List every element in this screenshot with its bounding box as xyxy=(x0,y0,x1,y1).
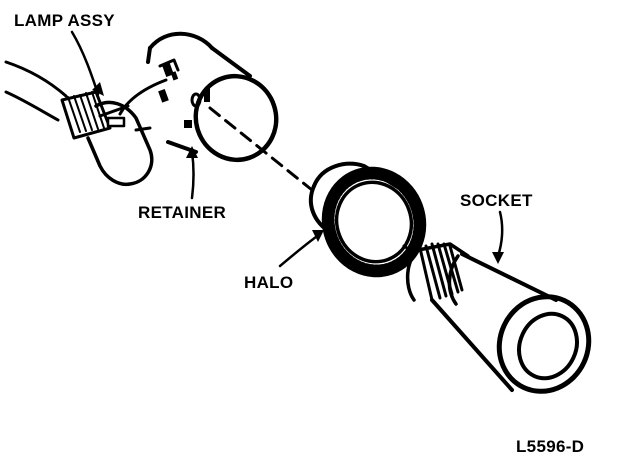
leader-arrow-lamp-assy-head xyxy=(92,82,104,96)
lamp-connector xyxy=(60,90,112,140)
lamp-prong-lower xyxy=(134,126,152,132)
leader-arrow-socket-head xyxy=(492,252,504,264)
halo-inner-ring xyxy=(334,180,414,264)
leader-arrow-retainer-head xyxy=(186,146,198,158)
label-socket: SOCKET xyxy=(460,191,533,210)
retainer-rim xyxy=(193,73,279,163)
retainer xyxy=(146,31,279,163)
socket xyxy=(405,242,592,394)
bulb-tab xyxy=(108,118,124,126)
wire-upper xyxy=(4,60,68,98)
socket-thread xyxy=(405,242,470,302)
figure-code: L5596-D xyxy=(516,437,584,456)
label-lamp-assy: LAMP ASSY xyxy=(14,11,115,30)
halo-teeth xyxy=(324,169,424,275)
leader-arrow-retainer xyxy=(190,150,195,200)
label-retainer: RETAINER xyxy=(138,203,226,222)
label-halo: HALO xyxy=(244,273,293,292)
halo xyxy=(308,161,427,278)
lamp-prong-upper xyxy=(118,78,168,116)
leader-arrow-halo-head xyxy=(312,230,324,242)
leader-arrow-lamp-assy xyxy=(70,30,100,96)
socket-opening-outer xyxy=(496,294,592,394)
alignment-axis xyxy=(208,106,314,192)
socket-opening-inner xyxy=(517,311,579,381)
leader-lines xyxy=(70,30,504,268)
lamp-assembly xyxy=(4,60,168,187)
halo-outer-ring xyxy=(321,166,427,278)
leader-arrow-socket xyxy=(496,210,504,258)
wire-lower xyxy=(4,90,60,122)
retainer-slots xyxy=(158,62,210,128)
leader-arrow-halo xyxy=(278,232,322,268)
